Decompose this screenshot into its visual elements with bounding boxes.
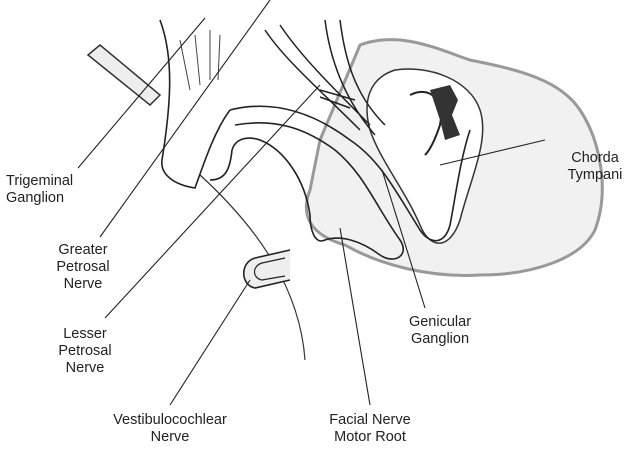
label-facial-nerve-motor-root: Facial Nerve Motor Root [320, 412, 420, 446]
label-line: Nerve [65, 360, 105, 376]
label-line: Vestibulocochlear [113, 412, 227, 428]
label-chorda-tympani: Chorda Tympani [555, 150, 635, 184]
label-line: Ganglion [6, 190, 65, 206]
vestibulocochlear-stub [242, 249, 291, 289]
label-line: Chorda [571, 150, 619, 166]
label-line: Tympani [567, 167, 623, 183]
label-trigeminal-ganglion: Trigeminal Ganglion [6, 173, 73, 207]
label-line: Nerve [63, 276, 103, 292]
label-line: Nerve [150, 429, 190, 445]
label-line: Trigeminal [6, 173, 74, 189]
facial-nerve-shape [209, 105, 471, 260]
label-line: Motor Root [334, 429, 406, 445]
label-line: Lesser [63, 326, 107, 342]
label-line: Petrosal [58, 343, 112, 359]
label-greater-petrosal-nerve: Greater Petrosal Nerve [48, 242, 118, 293]
label-vestibulocochlear-nerve: Vestibulocochlear Nerve [95, 412, 245, 446]
label-line: Petrosal [56, 259, 110, 275]
ossicle-shape [430, 85, 460, 140]
label-line: Facial Nerve [329, 412, 411, 428]
label-line: Genicular [408, 314, 472, 330]
label-line: Ganglion [410, 331, 470, 347]
trigeminal-ganglion-shape [159, 19, 231, 189]
label-lesser-petrosal-nerve: Lesser Petrosal Nerve [52, 326, 118, 377]
leader-lines [77, 0, 546, 406]
label-line: Greater [58, 242, 108, 258]
label-genicular-ganglion: Genicular Ganglion [400, 314, 480, 348]
